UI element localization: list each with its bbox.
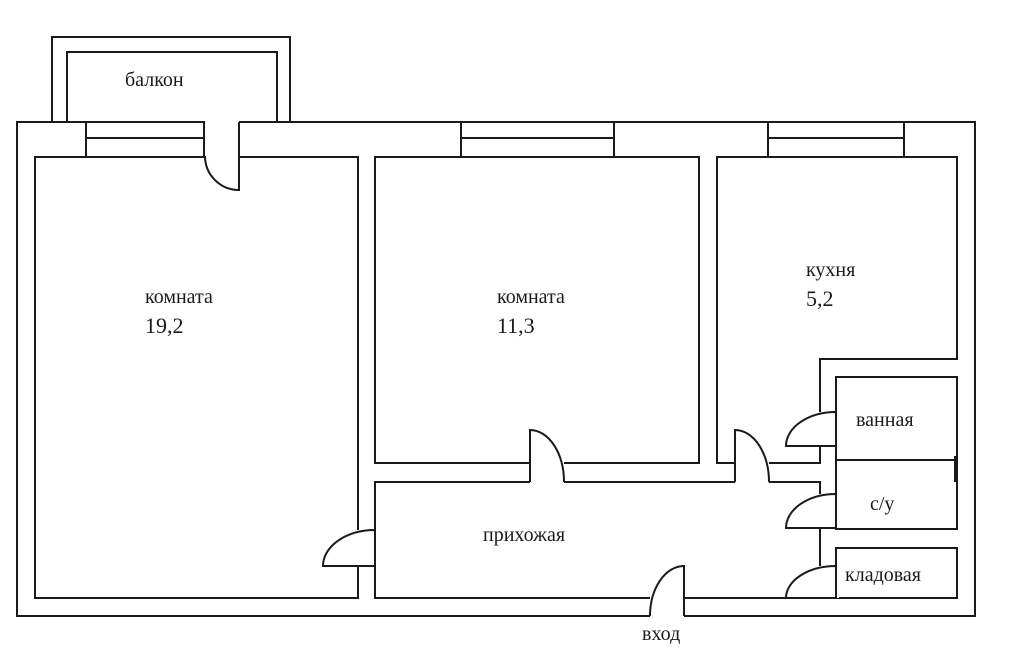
room-middle-area: 11,3 <box>497 313 535 338</box>
entrance-door[interactable] <box>649 564 685 617</box>
bathroom-walls <box>835 376 958 530</box>
room-middle-label: комната <box>497 286 565 308</box>
balcony-label: балкон <box>125 69 184 91</box>
window-large-room <box>85 121 205 158</box>
room-middle-walls <box>374 156 700 464</box>
balcony-door[interactable] <box>204 122 240 192</box>
kitchen-label: кухня <box>806 259 856 281</box>
kitchen-door[interactable] <box>734 428 770 483</box>
storage-door[interactable] <box>784 565 837 599</box>
storage-label: кладовая <box>845 564 922 586</box>
entrance-label: вход <box>642 623 681 645</box>
middle-room-door[interactable] <box>529 428 565 483</box>
kitchen-walls <box>716 156 958 464</box>
room-large-label: комната <box>145 286 213 308</box>
window-kitchen <box>767 121 905 158</box>
balcony-inner-wall <box>66 51 278 126</box>
kitchen-area: 5,2 <box>806 286 834 311</box>
hallway-label: прихожая <box>483 524 566 546</box>
large-room-door[interactable] <box>321 529 376 567</box>
toilet-door[interactable] <box>784 493 837 529</box>
bathroom-door[interactable] <box>784 411 837 447</box>
window-middle-room <box>460 121 615 158</box>
room-large-walls <box>34 156 359 599</box>
bathroom-label: ванная <box>856 409 914 431</box>
toilet-label: с/у <box>870 493 895 515</box>
storage-walls <box>835 547 958 599</box>
hallway-walls <box>374 481 821 599</box>
room-large-area: 19,2 <box>145 313 184 338</box>
